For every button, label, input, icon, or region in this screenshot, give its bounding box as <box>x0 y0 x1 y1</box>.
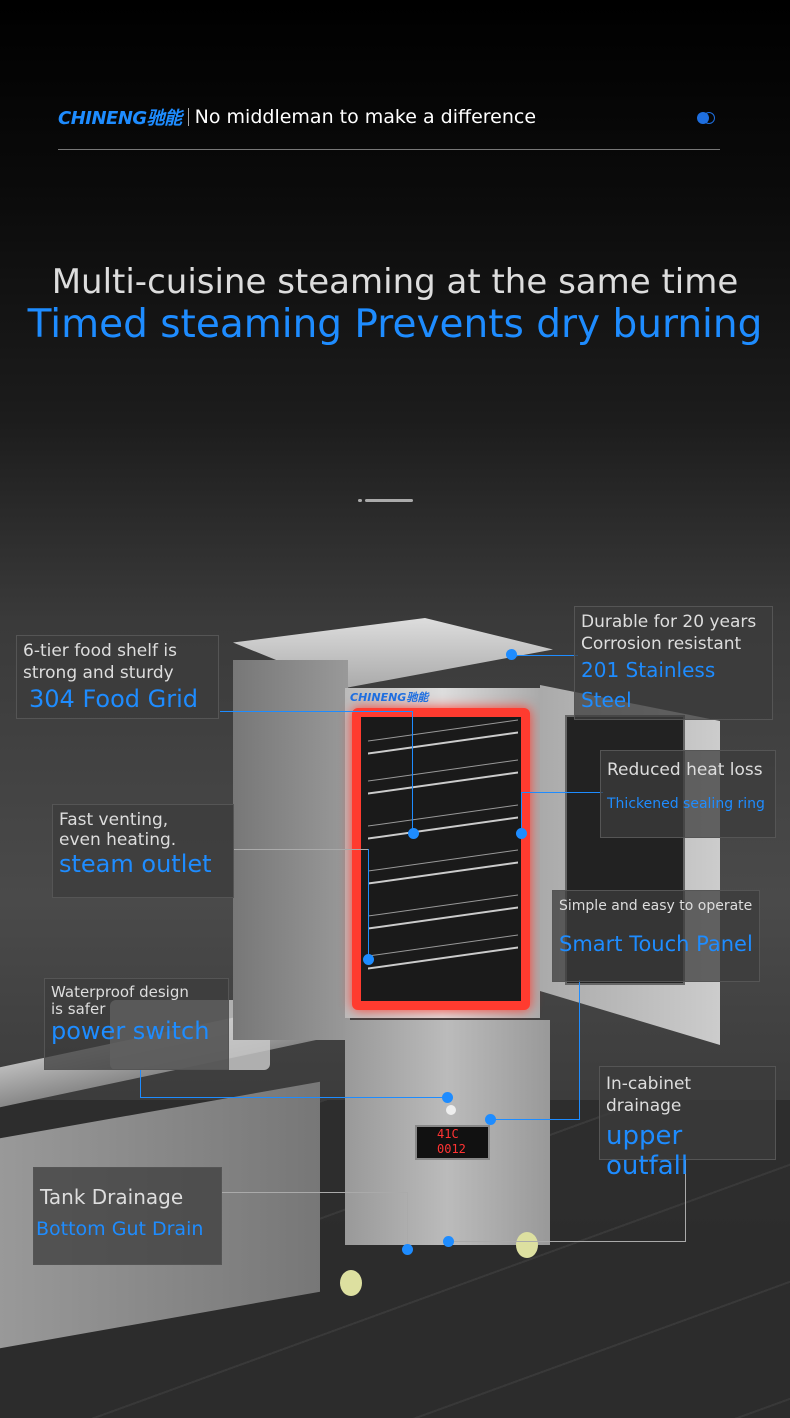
connector-line <box>521 792 522 832</box>
connector-line <box>234 849 369 850</box>
callout-desc: is safer <box>51 1000 106 1018</box>
hotspot-dot-icon <box>506 649 517 660</box>
slogan: No middleman to make a difference <box>194 106 537 128</box>
callout-title: upper outfall <box>606 1121 689 1181</box>
callout-desc: Fast venting, <box>59 810 169 830</box>
time-display: 0012 <box>437 1142 466 1156</box>
connector-line <box>222 1192 407 1193</box>
callout-panel: Simple and easy to operate Smart Touch P… <box>552 890 760 982</box>
cabinet-side <box>233 660 348 1040</box>
callout-title: Bottom Gut Drain <box>36 1218 204 1240</box>
connector-line <box>450 1241 686 1242</box>
header: CHINENG驰能 No middleman to make a differe… <box>58 105 720 129</box>
power-switch-knob[interactable] <box>446 1105 456 1115</box>
hotspot-dot-icon <box>443 1236 454 1247</box>
carousel-indicator[interactable] <box>358 499 413 502</box>
divider <box>187 108 189 126</box>
connector-line <box>407 1192 408 1247</box>
brand-logo: CHINENG驰能 <box>58 108 182 129</box>
toggle-icon[interactable] <box>697 112 715 124</box>
callout-tank: Tank Drainage Bottom Gut Drain <box>33 1167 222 1265</box>
connector-line <box>521 792 603 793</box>
callout-power: Waterproof design is safer power switch <box>44 978 229 1070</box>
callout-desc: Tank Drainage <box>40 1185 184 1209</box>
machine-brand: CHINENG驰能 <box>350 691 429 704</box>
control-panel[interactable]: 41C 0012 <box>415 1125 490 1160</box>
connector-line <box>579 980 580 1120</box>
callout-desc: Durable for 20 years <box>581 612 757 632</box>
header-divider <box>58 149 720 150</box>
callout-steam: Fast venting, even heating. steam outlet <box>52 804 234 898</box>
hotspot-dot-icon <box>363 954 374 965</box>
hotspot-dot-icon <box>402 1244 413 1255</box>
callout-sealing: Reduced heat loss Thickened sealing ring <box>600 750 776 838</box>
headline-line2: Timed steaming Prevents dry burning <box>27 302 763 347</box>
hotspot-dot-icon <box>408 828 419 839</box>
callout-food-grid: 6-tier food shelf is strong and sturdy 3… <box>16 635 219 719</box>
callout-title: Smart Touch Panel <box>559 932 753 956</box>
connector-line <box>685 1160 686 1242</box>
callout-title: steam outlet <box>59 850 212 878</box>
connector-line <box>220 711 413 712</box>
callout-upper: In-cabinet drainage upper outfall <box>599 1066 776 1181</box>
callout-desc: Waterproof design <box>51 983 189 1001</box>
headline-line1: Multi-cuisine steaming at the same time <box>51 262 739 302</box>
connector-line <box>140 1070 141 1098</box>
callout-desc: In-cabinet drainage <box>606 1074 692 1116</box>
callout-title: 304 Food Grid <box>29 685 198 713</box>
wheel <box>516 1232 538 1258</box>
connector-line <box>512 655 578 656</box>
callout-stainless: Durable for 20 years Corrosion resistant… <box>574 606 773 720</box>
connector-line <box>368 849 369 959</box>
callout-title: 201 Stainless Steel <box>581 658 716 712</box>
callout-desc: Reduced heat loss <box>607 760 763 780</box>
callout-title: power switch <box>51 1017 210 1045</box>
temp-display: 41C <box>437 1127 459 1141</box>
callout-title: Thickened sealing ring <box>607 796 765 812</box>
hotspot-dot-icon <box>442 1092 453 1103</box>
callout-desc: even heating. <box>59 830 177 850</box>
connector-line <box>490 1119 580 1120</box>
callout-desc: Simple and easy to operate <box>559 898 753 914</box>
callout-desc: Corrosion resistant <box>581 634 742 654</box>
hotspot-dot-icon <box>485 1114 496 1125</box>
connector-line <box>412 711 413 833</box>
wheel <box>340 1270 362 1296</box>
hotspot-dot-icon <box>516 828 527 839</box>
callout-desc: 6-tier food shelf is strong and sturdy <box>23 641 177 683</box>
sealing-ring <box>352 708 530 1010</box>
connector-line <box>140 1097 447 1098</box>
